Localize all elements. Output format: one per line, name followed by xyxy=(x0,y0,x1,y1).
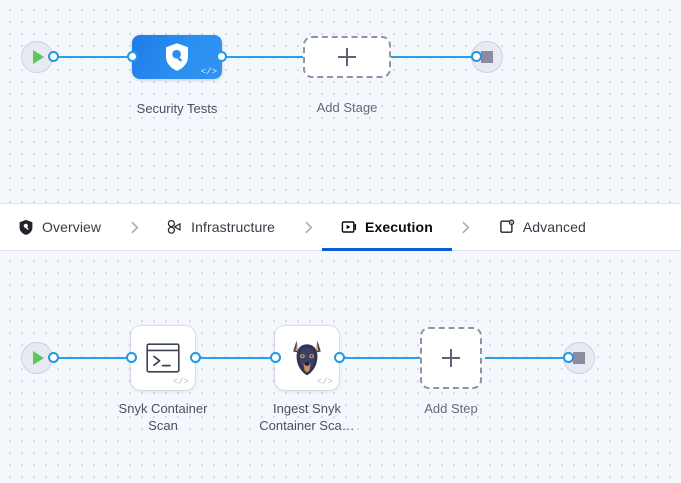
stage-wire-end xyxy=(386,56,478,58)
step-wire-1 xyxy=(194,357,280,359)
tab-infrastructure-label: Infrastructure xyxy=(191,219,276,235)
stage-wire-mid xyxy=(216,56,308,58)
stop-icon xyxy=(481,51,493,63)
shield-icon xyxy=(19,219,33,235)
add-stage-button[interactable] xyxy=(303,36,391,78)
stage-node-in-port[interactable] xyxy=(127,51,138,62)
stage-node-out-port[interactable] xyxy=(216,51,227,62)
terminal-icon xyxy=(146,343,180,373)
play-box-icon xyxy=(341,221,357,233)
shield-search-icon xyxy=(166,43,188,71)
play-icon xyxy=(33,351,44,365)
tab-separator-3 xyxy=(435,204,497,250)
step-start-node[interactable] xyxy=(21,342,53,374)
tab-overview[interactable]: Overview xyxy=(16,204,103,250)
play-icon xyxy=(33,50,44,64)
chevron-right-icon xyxy=(305,221,312,233)
chevron-right-icon xyxy=(462,221,470,233)
tab-execution[interactable]: Execution xyxy=(322,204,452,251)
step-2-out-port[interactable] xyxy=(334,352,345,363)
step-node-snyk-container-scan[interactable]: </> xyxy=(131,326,195,390)
plus-icon xyxy=(442,349,460,367)
tab-advanced[interactable]: Advanced xyxy=(497,204,588,250)
step-start-port[interactable] xyxy=(48,352,59,363)
stage-wire-start xyxy=(50,56,136,58)
pipeline-tabs: Overview Infrastructure xyxy=(0,203,681,251)
stop-icon xyxy=(573,352,585,364)
cluster-nodes-icon xyxy=(167,219,181,234)
settings-box-icon xyxy=(500,219,515,233)
tab-separator-2 xyxy=(277,204,339,250)
add-step-label: Add Step xyxy=(424,401,478,416)
stage-node-label: Security Tests xyxy=(136,101,218,116)
step-wire-2 xyxy=(338,357,420,359)
step-wire-end xyxy=(485,357,571,359)
tab-overview-label: Overview xyxy=(42,219,102,235)
tab-execution-label: Execution xyxy=(365,219,433,235)
step-end-port[interactable] xyxy=(563,352,574,363)
stage-start-port[interactable] xyxy=(48,51,59,62)
stage-end-port[interactable] xyxy=(471,51,482,62)
step-node-label: Ingest Snyk Container Sca… xyxy=(259,401,355,433)
tab-separator-1 xyxy=(103,204,165,250)
steps-canvas[interactable]: </> Snyk Container Scan </> xyxy=(0,251,681,483)
plus-icon xyxy=(338,48,356,66)
tab-infrastructure[interactable]: Infrastructure xyxy=(165,204,277,250)
step-wire-start xyxy=(50,357,136,359)
step-code-badge: </> xyxy=(316,377,333,387)
step-1-out-port[interactable] xyxy=(190,352,201,363)
step-node-label: Snyk Container Scan xyxy=(118,401,208,433)
stages-canvas[interactable]: </> Security Tests Add Stage xyxy=(0,0,681,203)
tab-advanced-label: Advanced xyxy=(522,219,586,235)
step-code-badge: </> xyxy=(172,377,189,387)
step-2-in-port[interactable] xyxy=(270,352,281,363)
step-node-ingest-snyk-container-scan[interactable]: </> xyxy=(275,326,339,390)
stage-node-security-tests[interactable]: </> xyxy=(132,35,222,79)
chevron-right-icon xyxy=(131,221,138,233)
stage-start-node[interactable] xyxy=(21,41,53,73)
add-step-button[interactable] xyxy=(420,327,482,389)
snyk-dog-icon xyxy=(293,340,321,376)
add-stage-label: Add Stage xyxy=(316,100,378,115)
stage-code-badge: </> xyxy=(200,67,217,77)
step-1-in-port[interactable] xyxy=(126,352,137,363)
